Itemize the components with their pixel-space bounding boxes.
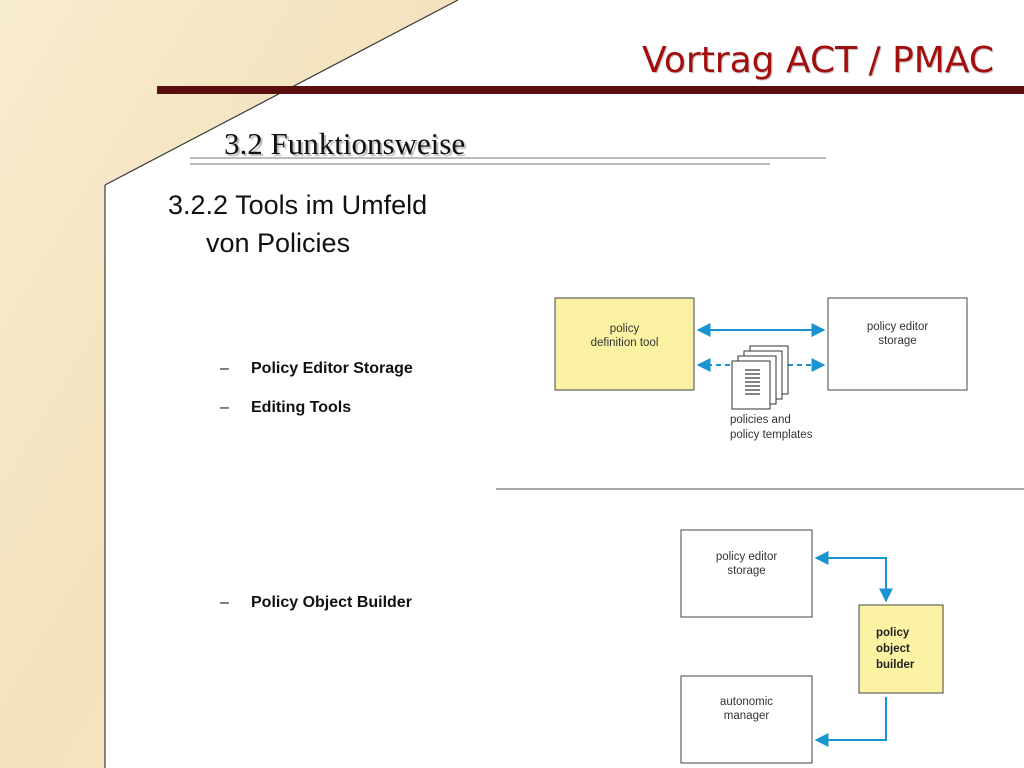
autonomic-manager-box [680, 675, 813, 764]
policy-definition-tool-label: policy definition tool [555, 322, 694, 350]
builder-manager-arrow [814, 697, 887, 747]
parchment-panel [0, 0, 458, 768]
label-line: policy templates [730, 429, 813, 441]
label-line: object [876, 643, 910, 655]
label-line: builder [876, 659, 915, 671]
bullet-dash: – [220, 594, 229, 611]
title-bar [157, 86, 1024, 94]
slide-subtitle: 3.2 Funktionsweise [224, 126, 466, 161]
label-line: manager [723, 710, 770, 722]
slide-title: Vortrag ACT / PMAC [642, 40, 994, 81]
label-line: policy [609, 323, 640, 335]
bullet-text: Policy Object Builder [251, 594, 412, 611]
label-line: policy editor [715, 551, 778, 563]
policy-object-builder-box [858, 604, 944, 694]
policy-editor-storage-box [680, 529, 813, 618]
section-heading-line2: von Policies [206, 228, 351, 258]
diagram-policy-object-builder [680, 529, 944, 764]
policy-editor-storage-label-2: policy editor storage [681, 550, 812, 578]
policy-editor-storage-box [827, 297, 968, 391]
diagram-editing-tools [554, 297, 968, 410]
policies-templates-label: policies and policy templates [730, 413, 812, 443]
section-heading-line1: 3.2.2 Tools im Umfeld [168, 190, 428, 220]
bullet-editing-tools: – Editing Tools [220, 399, 351, 417]
autonomic-manager-label: autonomic manager [681, 695, 812, 723]
bullet-dash: – [220, 399, 229, 416]
section-heading: 3.2.2 Tools im Umfeld von Policies [168, 186, 427, 262]
bullet-text: Policy Editor Storage [251, 360, 413, 377]
policy-documents-icon [731, 345, 789, 410]
bullet-text: Editing Tools [251, 399, 352, 416]
label-line: autonomic [719, 696, 774, 708]
label-line: storage [727, 565, 766, 577]
bullet-policy-object-builder: – Policy Object Builder [220, 594, 412, 612]
policy-editor-storage-label: policy editor storage [828, 320, 967, 348]
policy-definition-tool-box [554, 297, 695, 391]
bullet-policy-editor-storage: – Policy Editor Storage [220, 360, 413, 378]
label-line: policy [876, 627, 910, 639]
label-line: definition tool [590, 337, 659, 349]
storage-builder-arrow [814, 551, 893, 603]
label-line: policy editor [866, 321, 929, 333]
bullet-dash: – [220, 360, 229, 377]
label-line: policies and [730, 414, 791, 426]
label-line: storage [878, 335, 917, 347]
policy-object-builder-label: policy object builder [876, 625, 914, 673]
